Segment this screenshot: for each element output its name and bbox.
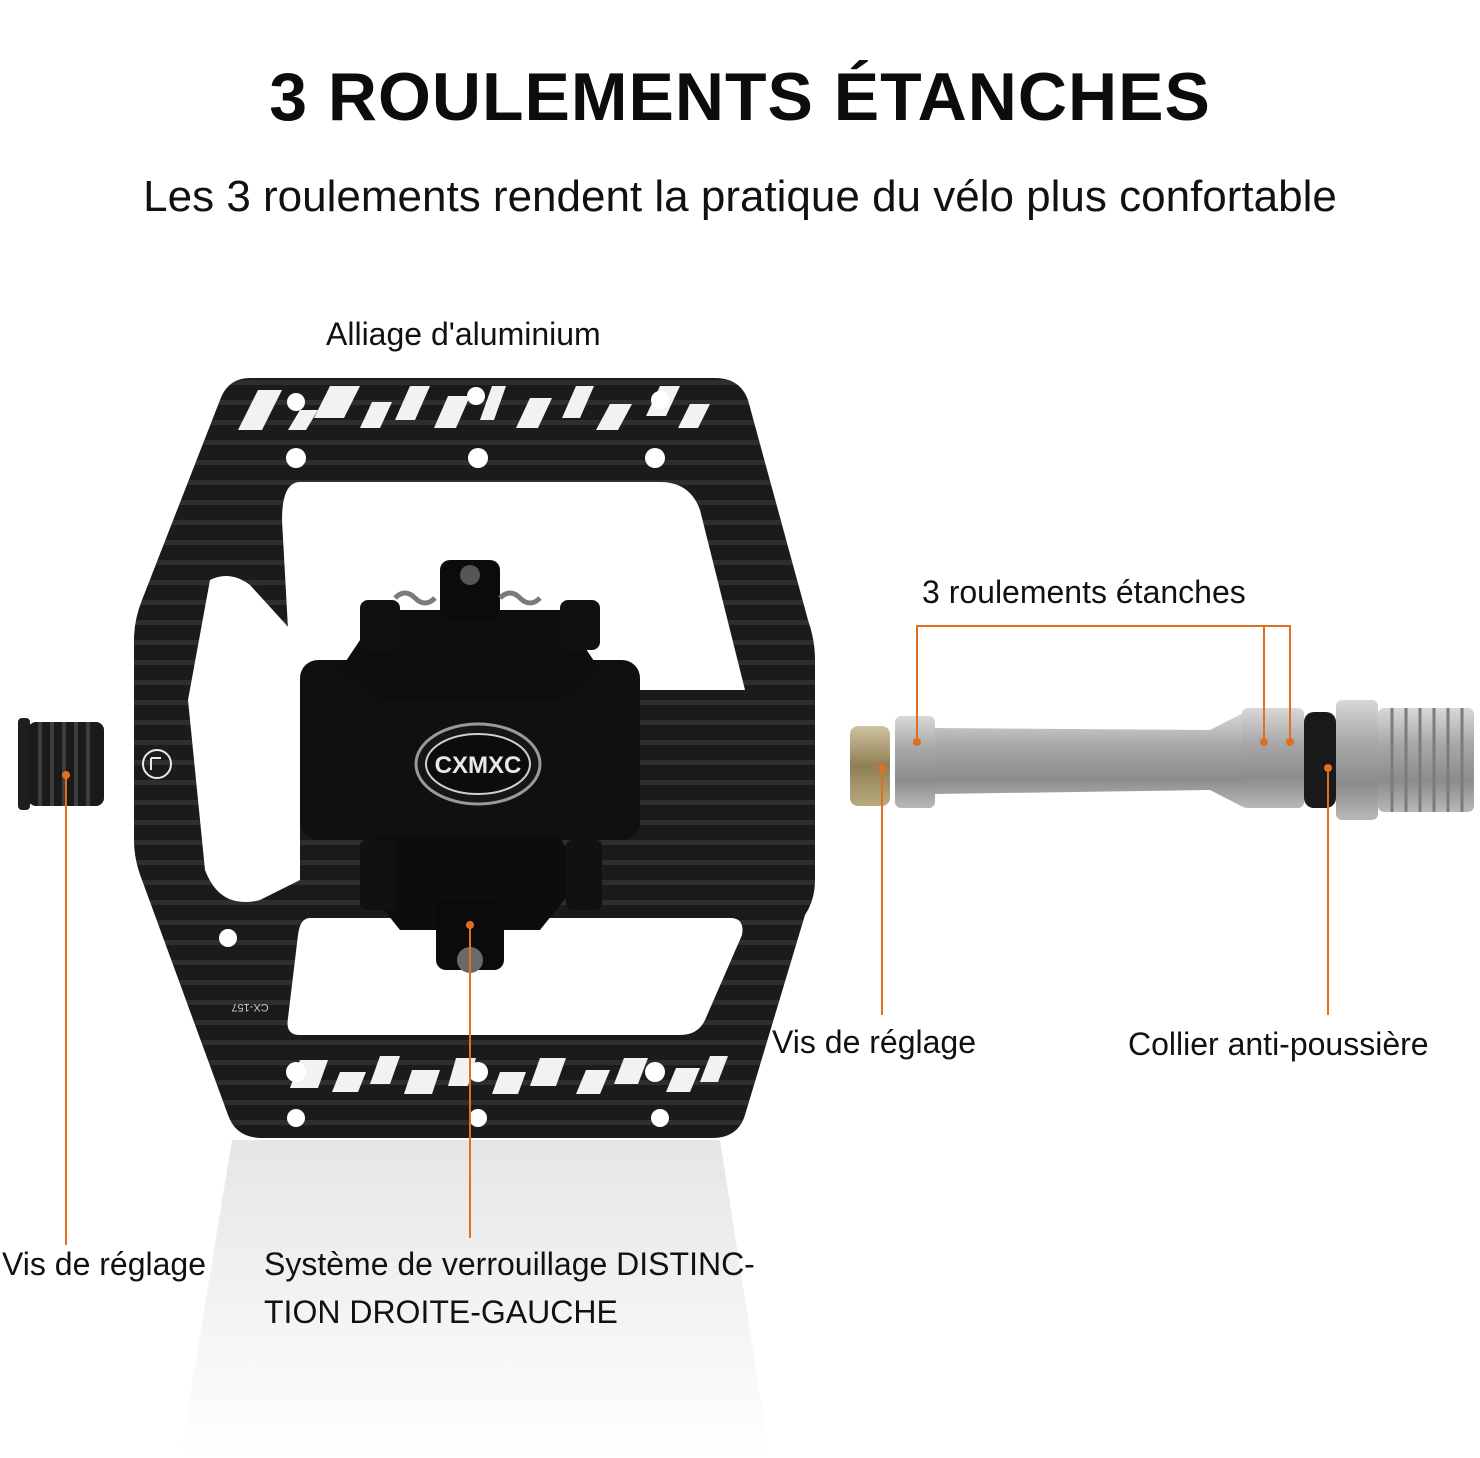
label-alloy: Alliage d'aluminium xyxy=(326,316,601,352)
brand-logo: CXMXC xyxy=(435,752,522,779)
label-dust-collar: Collier anti-poussière xyxy=(1128,1026,1429,1062)
label-screw-right: Vis de réglage xyxy=(772,1024,976,1060)
left-screw xyxy=(18,718,104,810)
pedal-reflection xyxy=(180,1140,770,1458)
page-title: 3 ROULEMENTS ÉTANCHES xyxy=(269,59,1211,135)
pedal-spindle xyxy=(466,700,1474,929)
leader-lines xyxy=(65,625,1329,1245)
label-screw-left: Vis de réglage xyxy=(2,1246,206,1282)
model-number: CX-157 xyxy=(231,1001,268,1013)
label-bearings: 3 roulements étanches xyxy=(922,574,1246,610)
page-subtitle: Les 3 roulements rendent la pratique du … xyxy=(143,172,1337,221)
label-lock-system: Système de verrouillage DISTINC- TION DR… xyxy=(264,1246,755,1330)
cleat-mechanism xyxy=(300,560,640,973)
